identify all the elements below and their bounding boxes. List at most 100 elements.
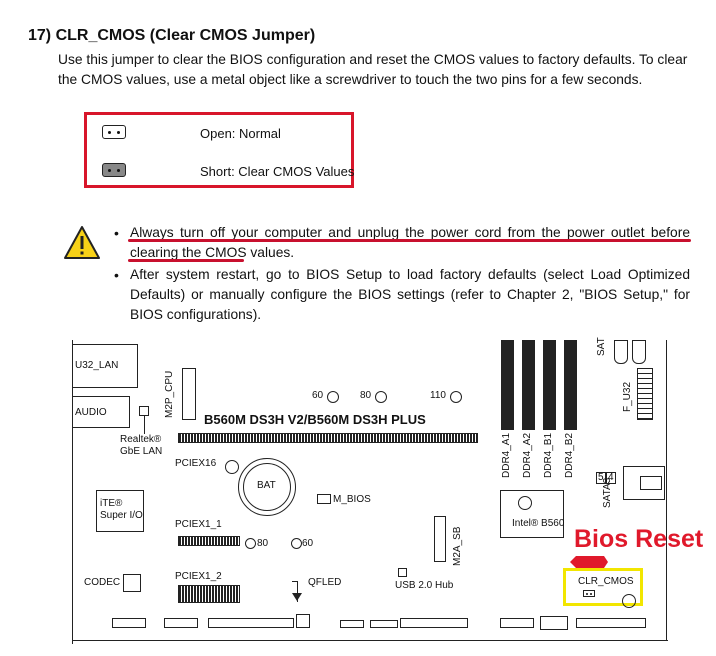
codec-chip [123,574,141,592]
m2-60-label: 60 [302,538,314,549]
header-5 [400,618,468,628]
header-audio [112,618,146,628]
dimm-a1 [501,340,514,430]
u32-lan-port [72,344,138,388]
sata-connector-1 [614,340,628,364]
underline-1 [128,239,691,242]
clr-cmos-label: CLR_CMOS [578,576,634,587]
fan-80-hole [375,391,387,403]
annotation-arrow-icon [570,556,608,568]
qfled-stem [297,582,298,602]
m2a-sb-slot [434,516,446,562]
sata3-box-4 [606,472,616,484]
audio-port [72,396,130,428]
sata3-4-label: 4 [608,472,614,483]
fan-110-label: 110 [430,390,446,401]
sata3-box-5 [596,472,606,484]
board-right-edge [666,340,667,640]
mounting-hole [622,594,636,608]
sata3-label: SATA3 [602,477,613,508]
fan-60-label: 60 [312,390,324,401]
m2p-cpu-slot [182,368,196,420]
header-4 [370,620,398,628]
sata3-5-label: 5 [598,472,604,483]
pciex1-1-slot [178,536,240,546]
pciex1-2-slot [178,585,240,603]
clr-cmos-highlight [563,568,643,606]
usb-hub-chip [398,568,407,577]
fan-60-hole [327,391,339,403]
battery-inner [243,463,291,511]
dimm-a2 [522,340,535,430]
board-model-label: B560M DS3H V2/B560M DS3H PLUS [204,412,426,427]
usb-hub-label: USB 2.0 Hub [395,580,454,591]
pciex16-label: PCIEX16 [175,458,217,469]
fan-80-label: 80 [360,390,372,401]
chipset-thermal-icon [518,496,532,510]
m2p-cpu-label: M2P_CPU [164,370,175,418]
sata3-connector [623,466,665,500]
m2a-sb-label: M2A_SB [452,526,463,566]
ite-label: iTE® [100,498,123,509]
m2-80-label: 80 [257,538,269,549]
warning-icon [64,226,100,259]
header-qfled [296,614,310,628]
intel-label: Intel® B560 [512,518,565,529]
ddr4-b2-label: DDR4_B2 [564,432,575,478]
ddr4-a1-label: DDR4_A1 [501,432,512,478]
underline-2 [128,259,244,262]
jumper-open-icon [102,125,126,139]
audio-label: AUDIO [75,407,107,418]
realtek-chip [139,406,149,416]
thermal-sensor-icon [225,460,239,474]
qfled-arrow-icon [292,593,302,601]
header-8 [576,618,646,628]
ddr4-a2-label: DDR4_A2 [522,432,533,478]
board-left-edge [72,340,73,644]
jumper-short-label: Short: Clear CMOS Values [200,164,355,179]
pciex16-slot [178,433,478,443]
jumper-table-highlight [84,112,354,188]
m2-80-hole [245,538,256,549]
note-bullet-2: • [114,267,119,283]
clr-cmos-jumper [583,590,595,597]
sata-top-label: SAT [596,337,607,356]
header-3 [340,620,364,628]
header-6 [500,618,534,628]
section-title: 17) CLR_CMOS (Clear CMOS Jumper) [28,27,316,44]
jumper-short-icon [102,163,126,177]
header-1 [164,618,198,628]
codec-label: CODEC [84,577,121,588]
sata3-port [640,476,662,490]
bios-reset-annotation: Bios Reset [574,525,704,553]
m-bios-label: M_BIOS [333,494,371,505]
jumper-open-label: Open: Normal [200,126,281,141]
realtek-leader [144,416,145,434]
qfled-label: QFLED [308,577,342,588]
dimm-b2 [564,340,577,430]
realtek-label: Realtek® [120,434,162,445]
section-description: Use this jumper to clear the BIOS config… [58,52,688,87]
header-7 [540,616,568,630]
battery-outer [238,458,296,516]
super-io-chip [96,490,144,532]
qfled-leader [292,581,298,582]
pciex1-2-label: PCIEX1_2 [175,571,222,582]
u32-lan-label: U32_LAN [75,360,119,371]
gbe-lan-label: GbE LAN [120,446,163,457]
ddr4-b1-label: DDR4_B1 [543,432,554,478]
f-u32-label: F_U32 [622,381,633,412]
note-1: Always turn off your computer and unplug… [130,225,690,260]
intel-chipset [500,490,564,538]
dimm-b1 [543,340,556,430]
sata-connector-2 [632,340,646,364]
battery-label: BAT [257,480,276,491]
super-io-label: Super I/O [100,510,143,521]
fan-110-hole [450,391,462,403]
board-bottom-edge [72,640,668,641]
header-2 [208,618,294,628]
note-bullet-1: • [114,225,119,241]
m2-60-hole [291,538,302,549]
m-bios-chip [317,494,331,504]
note-2: After system restart, go to BIOS Setup t… [130,267,690,322]
